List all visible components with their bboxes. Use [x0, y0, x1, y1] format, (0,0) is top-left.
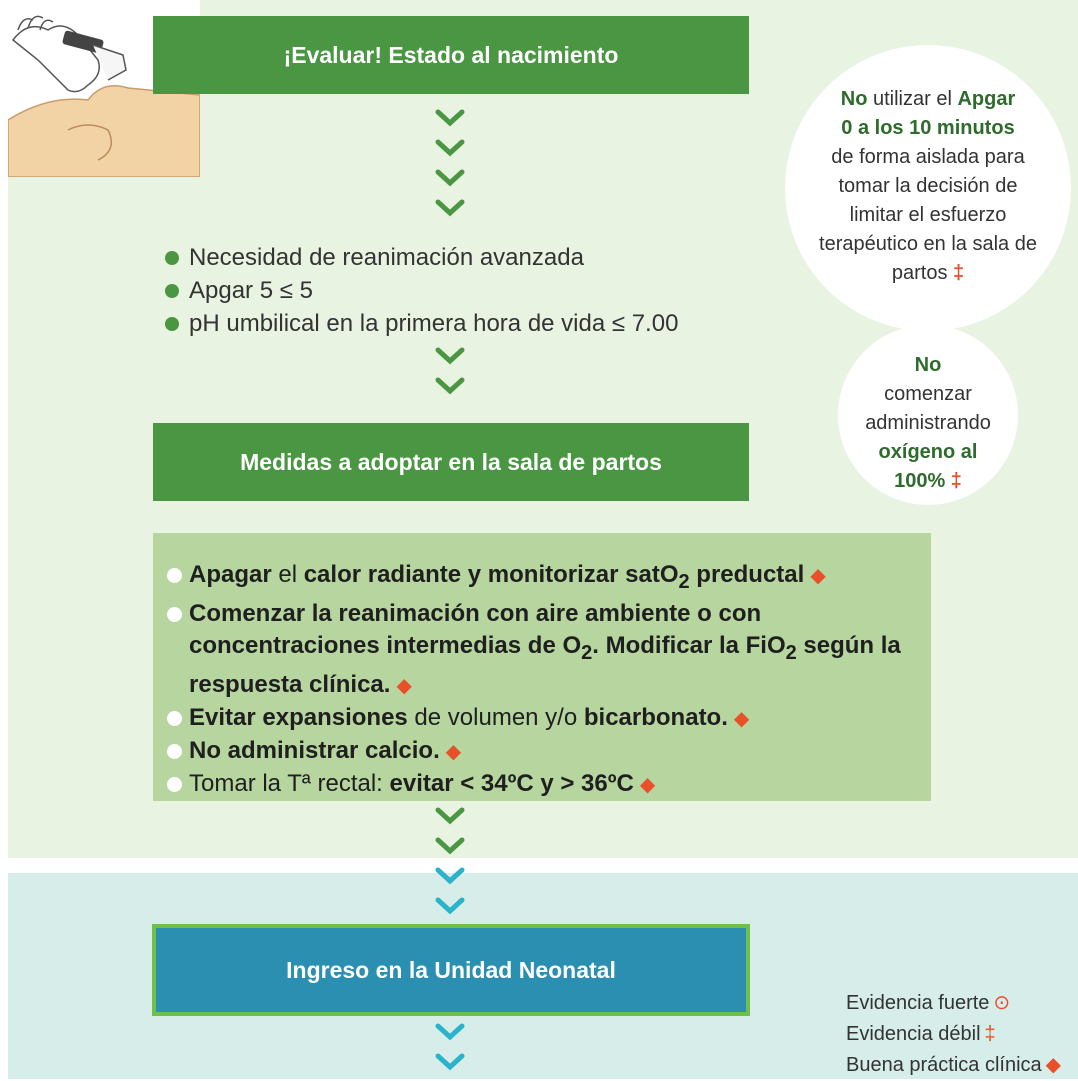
chevron-down-icon — [435, 897, 465, 915]
legend-item: Buena práctica clínica◆ — [846, 1050, 1061, 1081]
bullet-icon — [167, 568, 182, 583]
chevron-down-icon — [435, 377, 465, 395]
list-item: No administrar calcio.◆ — [167, 735, 931, 768]
chevron-down-icon — [435, 867, 465, 885]
legend-item: Evidencia fuerte⊙ — [846, 988, 1061, 1019]
list-item: Comenzar la reanimación con aire ambient… — [167, 598, 931, 702]
measures-box: Apagar el calor radiante y monitorizar s… — [153, 533, 931, 801]
step-measures-label: Medidas a adoptar en la sala de partos — [240, 448, 662, 475]
step-evaluate-box: ¡Evaluar! Estado al nacimiento — [153, 16, 749, 94]
good-practice-icon: ◆ — [396, 674, 412, 697]
evidence-legend: Evidencia fuerte⊙ Evidencia débil‡ Buena… — [846, 988, 1061, 1081]
chevron-down-icon — [435, 347, 465, 365]
bullet-icon — [167, 776, 182, 792]
weak-evidence-icon: ‡ — [984, 1023, 996, 1045]
list-item: Apagar el calor radiante y monitorizar s… — [167, 559, 931, 598]
good-practice-icon: ◆ — [810, 565, 826, 587]
chevron-down-icon — [435, 139, 465, 157]
step-evaluate-label: ¡Evaluar! Estado al nacimiento — [283, 41, 619, 68]
oxygen-warning-note: No comenzar administrando oxígeno al 100… — [838, 325, 1018, 505]
step-admission-label: Ingreso en la Unidad Neonatal — [286, 956, 616, 983]
list-item: Necesidad de reanimación avanzada — [165, 241, 678, 274]
chevron-down-icon — [435, 199, 465, 217]
list-item: pH umbilical en la primera hora de vida … — [165, 307, 678, 340]
list-item: Evitar expansiones de volumen y/o bicarb… — [167, 702, 931, 735]
bullet-icon — [167, 606, 182, 622]
bullet-icon — [167, 743, 182, 759]
criteria-list: Necesidad de reanimación avanzada Apgar … — [165, 241, 678, 340]
step-admission-box: Ingreso en la Unidad Neonatal — [152, 924, 750, 1016]
bullet-icon — [167, 710, 182, 726]
legend-item: Evidencia débil‡ — [846, 1019, 1061, 1050]
step-measures-box: Medidas a adoptar en la sala de partos — [153, 423, 749, 501]
good-practice-icon: ◆ — [1045, 1054, 1062, 1076]
list-item: Apgar 5 ≤ 5 — [165, 274, 678, 307]
good-practice-icon: ◆ — [445, 740, 462, 763]
bullet-icon — [165, 316, 179, 331]
chevron-down-icon — [435, 169, 465, 187]
good-practice-icon: ◆ — [733, 707, 750, 730]
weak-evidence-icon: ‡ — [953, 262, 965, 284]
apgar-warning-note: No utilizar el Apgar 0 a los 10 minutos … — [785, 45, 1071, 331]
good-practice-icon: ◆ — [639, 773, 656, 796]
list-item: Tomar la Tª rectal: evitar < 34ºC y > 36… — [167, 768, 931, 801]
chevron-down-icon — [435, 109, 465, 127]
chevron-down-icon — [435, 837, 465, 855]
chevron-down-icon — [435, 1023, 465, 1041]
weak-evidence-icon: ‡ — [950, 470, 962, 492]
chevron-down-icon — [435, 1053, 465, 1071]
chevron-down-icon — [435, 807, 465, 825]
strong-evidence-icon: ⊙ — [993, 992, 1011, 1014]
bullet-icon — [165, 283, 179, 298]
bullet-icon — [165, 250, 179, 265]
